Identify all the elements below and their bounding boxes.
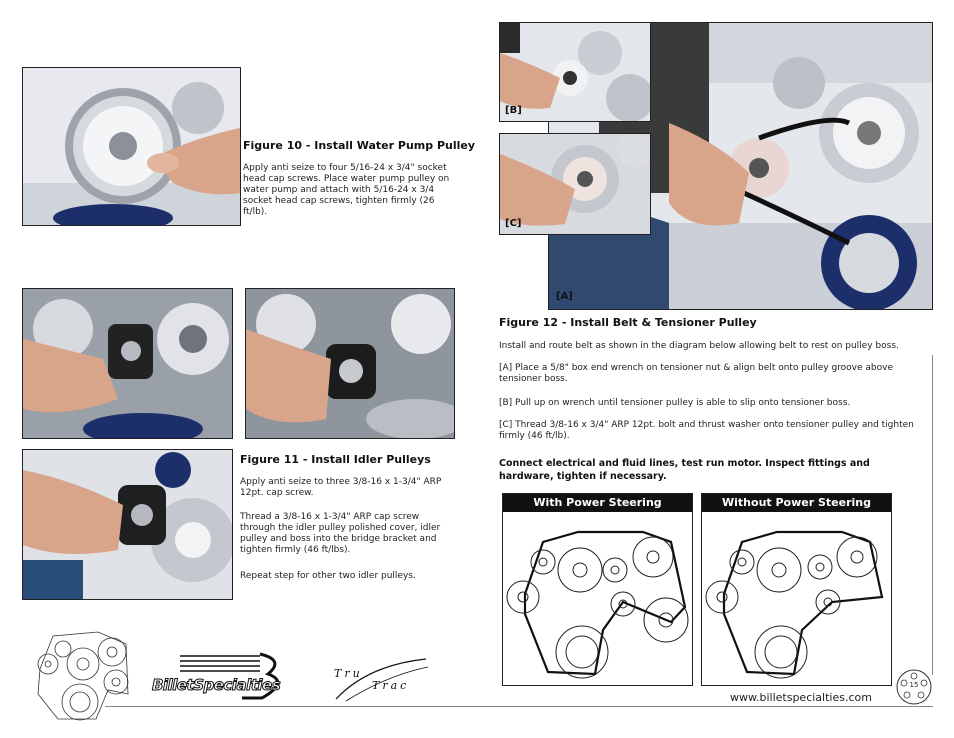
photo-idler-pulley-2 <box>245 288 455 439</box>
tru-trac-word-1: Tru <box>334 667 363 680</box>
figure12-p4: [C] Thread 3/8-16 x 3/4" ARP 12pt. bolt … <box>499 420 914 441</box>
billet-specialties-logo: BilletSpecialties <box>150 650 310 710</box>
tru-trac-logo: Tru Trac <box>328 655 432 705</box>
pulley-icon <box>896 669 932 705</box>
page-edge-rule <box>932 355 933 675</box>
figure10-body: Apply anti seize to four 5/16-24 x 3/4" … <box>243 163 450 217</box>
page-number-badge: 15 <box>895 668 933 706</box>
footer-rule <box>105 706 933 707</box>
diagram-with-power-steering: With Power Steering <box>502 493 693 686</box>
photo-idler-pulley-1 <box>22 288 233 439</box>
diagram-without-ps-title: Without Power Steering <box>702 494 891 512</box>
page-number: 15 <box>909 681 919 689</box>
figure11-title: Figure 11 - Install Idler Pulleys <box>240 453 431 466</box>
photo-water-pump-pulley <box>22 67 241 226</box>
tag-c: [C] <box>505 218 522 229</box>
figure10-title: Figure 10 - Install Water Pump Pulley <box>243 139 476 152</box>
website-link[interactable]: www.billetspecialties.com <box>730 691 872 704</box>
tag-b: [B] <box>505 105 522 116</box>
figure12-p2: [A] Place a 5/8" box end wrench on tensi… <box>499 363 894 384</box>
engine-line-art <box>28 624 132 724</box>
figure12-p1: Install and route belt as shown in the d… <box>499 341 899 351</box>
figure12-title: Figure 12 - Install Belt & Tensioner Pul… <box>499 316 757 329</box>
figure12-p3: [B] Pull up on wrench until tensioner pu… <box>499 398 851 408</box>
belt-diagram-with-ps <box>506 530 689 679</box>
belt-diagram-without-ps <box>705 530 884 679</box>
figure11-p2: Thread a 3/8-16 x 1-3/4" ARP cap screw t… <box>240 512 441 555</box>
figure11-p1: Apply anti seize to three 3/8-16 x 1-3/4… <box>240 477 442 498</box>
tag-a: [A] <box>556 291 573 302</box>
diagram-with-ps-title: With Power Steering <box>503 494 692 512</box>
figure12-note: Connect electrical and fluid lines, test… <box>499 458 870 482</box>
figure11-p3: Repeat step for other two idler pulleys. <box>240 571 416 581</box>
tru-trac-word-2: Trac <box>372 679 410 692</box>
photo-step-a: [A] <box>548 22 933 310</box>
billet-specialties-wordmark: BilletSpecialties <box>151 676 281 695</box>
photo-idler-pulley-3 <box>22 449 233 600</box>
diagram-without-power-steering: Without Power Steering <box>701 493 892 686</box>
